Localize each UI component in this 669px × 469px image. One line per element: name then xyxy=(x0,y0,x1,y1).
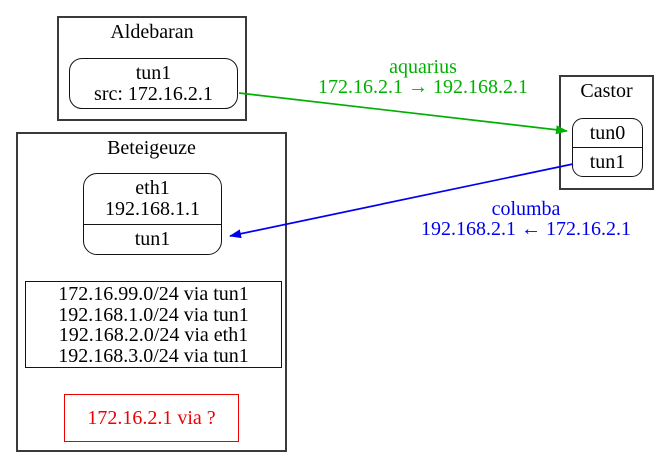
aldebaran-interface-tun1: tun1 src: 172.16.2.1 xyxy=(69,58,238,109)
castor-tun0-section: tun0 xyxy=(573,119,642,147)
node-beteigeuze-title: Beteigeuze xyxy=(107,137,196,159)
castor-tun0-label: tun0 xyxy=(589,121,626,144)
beteigeuze-tun1-section: tun1 xyxy=(84,224,221,254)
castor-tun1-section: tun1 xyxy=(573,147,642,176)
edge-columba-name: columba xyxy=(491,198,561,220)
route-entry: 192.168.1.0/24 via tun1 xyxy=(58,303,249,326)
edge-columba-detail: 192.168.2.1 ← 172.16.2.1 xyxy=(421,218,631,240)
missing-route-text: 172.16.2.1 via ? xyxy=(87,406,216,429)
missing-route-box: 172.16.2.1 via ? xyxy=(64,394,239,442)
castor-interfaces: tun0 tun1 xyxy=(572,118,643,177)
edge-aquarius-detail: 172.16.2.1 → 192.168.2.1 xyxy=(318,76,528,98)
aldebaran-tun1-label: tun1 xyxy=(135,61,172,84)
node-aldebaran-title: Aldebaran xyxy=(110,21,194,43)
route-entry: 192.168.3.0/24 via tun1 xyxy=(58,344,249,367)
route-entry: 172.16.99.0/24 via tun1 xyxy=(58,283,249,305)
edge-label-aquarius: aquarius 172.16.2.1 → 192.168.2.1 xyxy=(318,57,528,97)
beteigeuze-routing-table: 172.16.99.0/24 via tun1 192.168.1.0/24 v… xyxy=(25,281,282,368)
route-entry: 192.168.2.0/24 via eth1 xyxy=(58,324,249,346)
edge-aquarius-name: aquarius xyxy=(389,56,457,78)
edge-label-columba: columba 192.168.2.1 ← 172.16.2.1 xyxy=(421,199,631,239)
beteigeuze-eth1-address: 192.168.1.1 xyxy=(105,198,200,220)
node-castor-title: Castor xyxy=(580,80,633,102)
beteigeuze-eth1-label: eth1 xyxy=(135,177,170,199)
castor-tun1-label: tun1 xyxy=(589,150,626,173)
aldebaran-tun1-section: tun1 src: 172.16.2.1 xyxy=(70,59,237,108)
aldebaran-tun1-src: src: 172.16.2.1 xyxy=(94,82,213,105)
beteigeuze-interfaces: eth1 192.168.1.1 tun1 xyxy=(83,173,222,255)
edge-aquarius-line xyxy=(238,92,568,135)
beteigeuze-tun1-label: tun1 xyxy=(134,228,171,250)
beteigeuze-eth1-section: eth1 192.168.1.1 xyxy=(84,174,221,224)
